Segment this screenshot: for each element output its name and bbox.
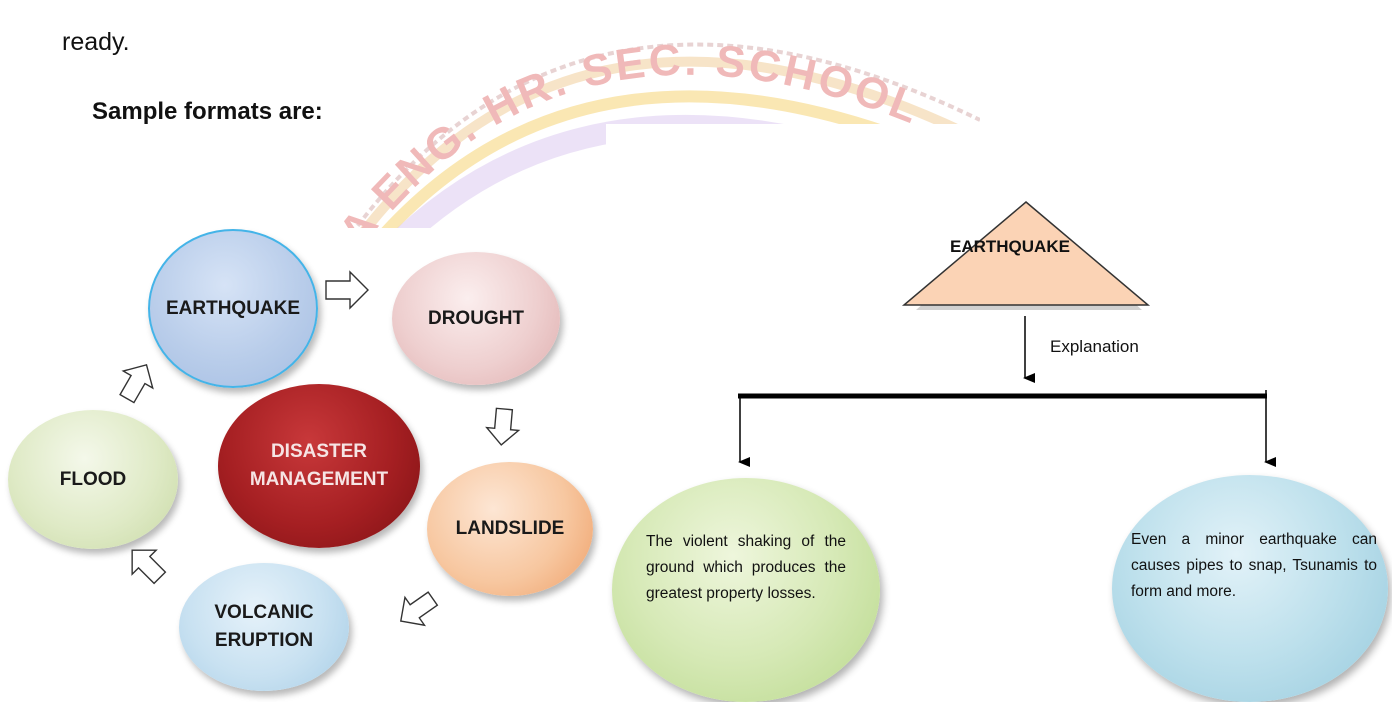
triangle-earthquake [901, 201, 1151, 306]
node-earthquake-label: EARTHQUAKE [165, 297, 301, 319]
node-flood-label: FLOOD [59, 468, 127, 490]
explanation-left-text: The violent shaking of the ground which … [646, 533, 846, 602]
explanation-bubble-left [612, 478, 880, 702]
cycle-arrow-drought-landslide [485, 407, 521, 446]
cycle-arrow-landslide-volcanic [399, 591, 439, 627]
node-landslide-label: LANDSLIDE [455, 518, 565, 540]
triangle-label: EARTHQUAKE [950, 237, 1070, 256]
intro-text: ready. [62, 28, 130, 56]
node-drought: DROUGHT [392, 252, 560, 385]
node-earthquake: EARTHQUAKE [148, 229, 318, 388]
node-volcanic-label-2: ERUPTION [214, 630, 314, 651]
node-drought-label: DROUGHT [427, 307, 525, 329]
explanation-label: Explanation [1050, 337, 1139, 356]
node-volcanic-eruption: VOLCANIC ERUPTION [179, 563, 349, 691]
node-landslide: LANDSLIDE [427, 462, 593, 596]
cycle-arrow-volcanic-flood [131, 549, 167, 585]
explanation-right-text: Even a minor earthquake can causes pipes… [1131, 531, 1377, 600]
center-label-2: MANAGEMENT [249, 469, 389, 490]
node-flood: FLOOD [8, 410, 178, 549]
cycle-arrow-flood-earthquake [119, 363, 154, 404]
section-heading: Sample formats are: [92, 98, 323, 125]
center-disaster-management: DISASTER MANAGEMENT [218, 384, 420, 548]
node-volcanic-label-1: VOLCANIC [214, 602, 314, 624]
cycle-arrow-earthquake-drought [325, 270, 369, 310]
center-label-1: DISASTER [270, 441, 368, 463]
explanation-bubble-right [1112, 475, 1388, 702]
